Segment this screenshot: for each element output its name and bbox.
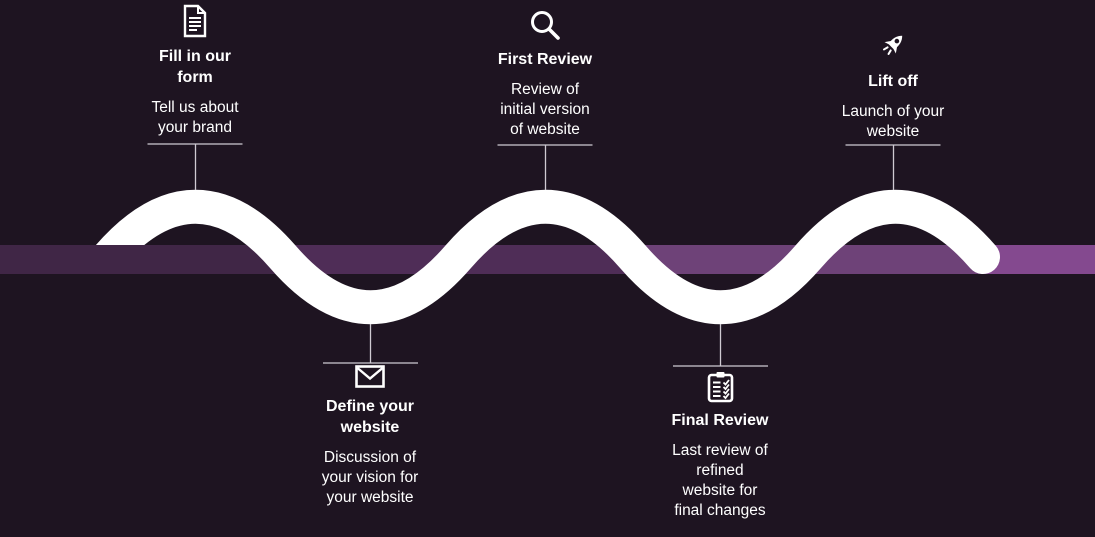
timeline-band bbox=[0, 245, 1095, 274]
clipboard-checklist-icon bbox=[707, 372, 733, 403]
step-subtitle: Discussion of your vision for your websi… bbox=[321, 449, 419, 506]
step-first-review: First Review Review of initial version o… bbox=[470, 9, 620, 140]
step-lift-off: Lift off Launch of your website bbox=[818, 31, 968, 142]
wave-path bbox=[91, 189, 1000, 325]
step-title: Fill in our form bbox=[159, 48, 231, 86]
document-form-icon bbox=[183, 4, 207, 38]
step-subtitle: Last review of refined website for final… bbox=[672, 442, 768, 519]
step-final-review: Final Review Last review of refined webs… bbox=[645, 371, 795, 521]
rocket-icon bbox=[883, 35, 903, 55]
envelope-icon bbox=[355, 365, 385, 388]
step-subtitle: Tell us about your brand bbox=[151, 99, 239, 136]
step-title: Final Review bbox=[671, 412, 769, 429]
magnifier-icon bbox=[531, 11, 560, 40]
step-title: Define your website bbox=[325, 398, 414, 436]
step-subtitle: Launch of your website bbox=[841, 103, 945, 140]
step-define-your-website: Define your website Discussion of your v… bbox=[295, 365, 445, 508]
step-subtitle: Review of initial version of website bbox=[500, 81, 590, 138]
step-fill-in-our-form: Fill in our form Tell us about your bran… bbox=[120, 4, 270, 138]
band-left-overlap bbox=[0, 245, 172, 274]
step-title: First Review bbox=[497, 51, 593, 68]
step-title: Lift off bbox=[868, 73, 918, 90]
